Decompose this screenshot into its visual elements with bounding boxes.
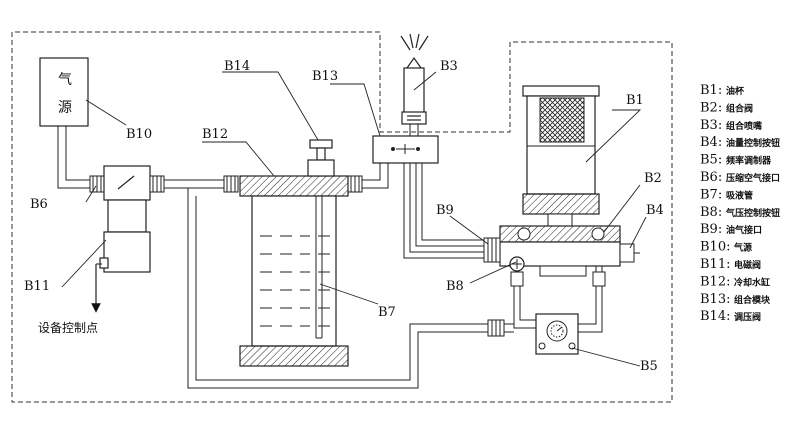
- legend-value: 油气接口: [726, 224, 762, 236]
- leader-lines: [61, 71, 647, 367]
- legend-key: B9:: [700, 222, 722, 237]
- legend-key: B14:: [700, 309, 730, 324]
- solenoid-valve: [99, 165, 151, 273]
- tank-outlet-fitting: [347, 175, 363, 193]
- legend-value: 频率调制器: [726, 155, 772, 167]
- legend-value: 压缩空气接口: [726, 172, 780, 184]
- legend-key: B1:: [700, 83, 722, 98]
- label-b14: B14: [224, 59, 250, 74]
- label-b4: B4: [646, 203, 664, 218]
- legend-key: B13:: [700, 292, 730, 307]
- air-source-label-2: 源: [58, 100, 72, 116]
- legend-key: B12:: [700, 274, 730, 289]
- legend-key: B4:: [700, 135, 722, 150]
- modulator-inlet-fitting: [487, 319, 505, 337]
- air-source-box: [39, 57, 89, 127]
- legend-value: 气源: [733, 242, 752, 254]
- label-b10: B10: [126, 127, 152, 142]
- legend-value: 气压控制按钮: [725, 207, 780, 219]
- air-supply-line: [57, 126, 90, 189]
- legend-key: B2:: [700, 100, 722, 115]
- oil-air-fitting: [483, 237, 501, 263]
- control-point-label: 设备控制点: [38, 321, 98, 335]
- label-b2: B2: [644, 171, 662, 186]
- air-line-to-tank: [164, 179, 488, 389]
- legend-key: B6:: [700, 170, 722, 185]
- legend-value: 组合喷嘴: [726, 120, 762, 132]
- label-b8: B8: [446, 279, 464, 294]
- air-source-label-1: 气: [58, 72, 72, 88]
- label-b5: B5: [640, 359, 658, 374]
- label-b9: B9: [436, 203, 454, 218]
- legend-key: B7:: [700, 187, 722, 202]
- water-lines: [260, 235, 330, 327]
- label-b6: B6: [30, 197, 48, 212]
- nozzle-pipes: [409, 124, 419, 136]
- legend-value: 油量控制按钮: [726, 137, 780, 149]
- combined-module: [372, 135, 439, 164]
- combined-nozzle: [401, 56, 427, 125]
- label-b13: B13: [312, 69, 338, 84]
- label-b12: B12: [202, 127, 228, 142]
- valve-outlet-fitting: [149, 175, 165, 193]
- legend-value: 电磁阀: [734, 259, 761, 271]
- label-b3: B3: [440, 59, 458, 74]
- legend-value: 油杯: [726, 85, 745, 97]
- tank-inlet-fitting: [223, 175, 239, 193]
- legend-key: B5:: [700, 153, 722, 168]
- tank-to-module-line: [362, 163, 389, 189]
- system-boundary: [11, 31, 673, 403]
- legend: B1: 油杯 B2: 组合阀 B3: 组合喷嘴 B4: 油量控制按钮 B5: 频率调制器 B6: 压缩…: [700, 83, 780, 324]
- legend-value: 调压阀: [734, 311, 761, 323]
- label-b11: B11: [24, 279, 50, 294]
- spray-lines: [400, 33, 429, 51]
- legend-key: B3:: [700, 118, 722, 133]
- modulator-inlet-line: [504, 323, 514, 333]
- legend-key: B11:: [700, 257, 730, 272]
- oil-cup: [522, 85, 600, 227]
- cooling-water-tank: [239, 175, 349, 367]
- legend-value: 组合模块: [734, 294, 771, 306]
- frequency-modulator: [535, 313, 579, 355]
- valve-drop-fittings: [510, 271, 606, 287]
- legend-value: 吸液管: [726, 189, 753, 201]
- legend-key: B10:: [700, 240, 730, 255]
- legend-value: 冷却水缸: [734, 276, 770, 288]
- suction-tube: [315, 196, 323, 339]
- pressure-regulator: [307, 139, 335, 177]
- label-b7: B7: [378, 305, 396, 320]
- label-b1: B1: [626, 93, 644, 108]
- legend-key: B8:: [700, 205, 722, 220]
- air-pressure-knob: [509, 256, 525, 272]
- oil-air-line: [403, 163, 484, 259]
- legend-value: 组合阀: [726, 102, 753, 114]
- compressed-air-fitting: [89, 175, 105, 193]
